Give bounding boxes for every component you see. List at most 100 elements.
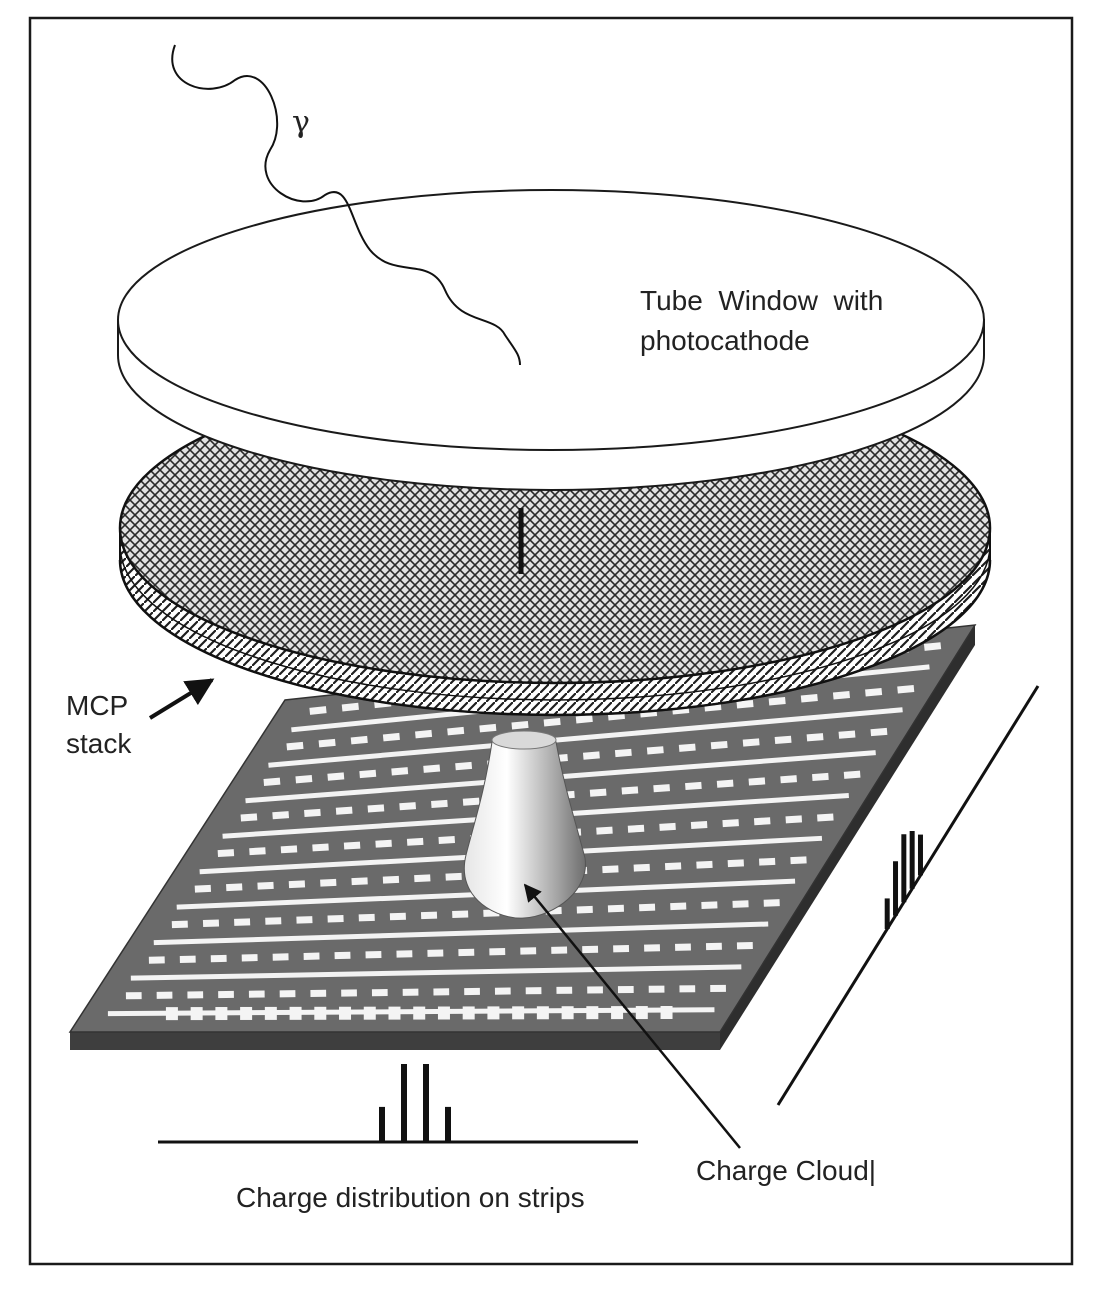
readout-pad [775,739,791,740]
readout-pad [413,1007,425,1020]
readout-pad [537,1006,549,1019]
readout-pad [351,739,367,741]
readout-pad [414,878,430,879]
readout-pad [463,1006,475,1019]
readout-pad [583,755,599,756]
readout-pad [438,1007,450,1020]
readout-pad [392,771,408,772]
readout-pad [577,909,593,910]
readout-pad [737,703,753,705]
readout-pad [195,888,211,889]
readout-pad [431,803,447,804]
tube-window-label-line1: Tube Window with [640,285,883,316]
readout-pad [424,768,440,769]
readout-pad [383,736,399,738]
readout-pad [602,869,618,870]
readout-pad [421,915,437,916]
readout-pad [452,914,468,915]
readout-pad [817,817,833,818]
readout-pad [759,861,775,862]
readout-pad [807,737,823,738]
tube-window-top [118,190,984,450]
readout-pad [608,715,624,717]
readout-pad [264,781,280,782]
readout-pad [749,781,765,782]
readout-pad [844,774,860,775]
readout-pad [611,1006,623,1019]
readout-pad [265,921,281,922]
readout-pad [590,792,606,793]
readout-pad [865,692,881,694]
readout-pad [281,849,297,850]
readout-pad [287,745,303,747]
mcp-label-line2: stack [66,728,132,759]
readout-pad [839,734,855,735]
readout-pad [512,1006,524,1019]
readout-pad [368,808,384,809]
readout-pad [764,903,780,904]
readout-pad [273,815,289,816]
readout-pad [328,918,344,919]
readout-pad [446,876,462,877]
readout-pad [215,1007,227,1020]
board-front-edge [70,1032,720,1050]
readout-pad [679,747,695,748]
readout-pad [480,727,496,729]
readout-pad [328,776,344,777]
readout-pad [691,825,707,826]
readout-pad [226,887,242,888]
readout-pad [717,783,733,784]
readout-pad [249,851,265,852]
readout-pad [319,742,335,744]
readout-pad [296,920,312,921]
tube-window-label-line2: photocathode [640,325,810,356]
readout-pad [586,1006,598,1019]
readout-pad [898,689,914,691]
readout-pad [439,839,455,840]
readout-pad [400,806,416,807]
readout-pad [240,1007,252,1020]
readout-pad [360,773,376,774]
readout-pad [352,881,368,882]
readout-pad [166,1007,178,1020]
readout-pad [376,843,392,844]
readout-pad [296,779,312,780]
gamma-symbol: γ [292,105,310,140]
readout-pad [701,905,717,906]
readout-pad [871,731,887,732]
readout-pad [728,863,744,864]
readout-pad [364,1007,376,1020]
readout-pad [390,916,406,917]
readout-pad [290,1007,302,1020]
readout-pad [696,864,712,865]
readout-pad [608,908,624,909]
readout-pad [336,810,352,811]
charge-distribution-label: Charge distribution on strips [236,1182,585,1213]
readout-pad [622,790,638,791]
readout-pad [661,1006,673,1019]
readout-pad [723,823,739,824]
readout-pad [660,826,676,827]
charge-cloud-label: Charge Cloud| [696,1155,876,1186]
readout-pad [711,744,727,745]
readout-pad [172,924,188,925]
readout-pad [628,828,644,829]
readout-pad [639,907,655,908]
readout-pad [289,884,305,885]
readout-pad [407,841,423,842]
readout-pad [463,801,479,802]
readout-pad [781,779,797,780]
readout-pad [455,765,471,766]
readout-pad [447,730,463,732]
readout-pad [415,733,431,735]
readout-pad [576,718,592,720]
readout-pad [241,817,257,818]
readout-pad [342,706,359,708]
readout-pad [654,788,670,789]
readout-pad [670,906,686,907]
readout-pad [769,700,785,702]
readout-pad [320,882,336,883]
readout-pad [665,866,681,867]
readout-pad [812,776,828,777]
